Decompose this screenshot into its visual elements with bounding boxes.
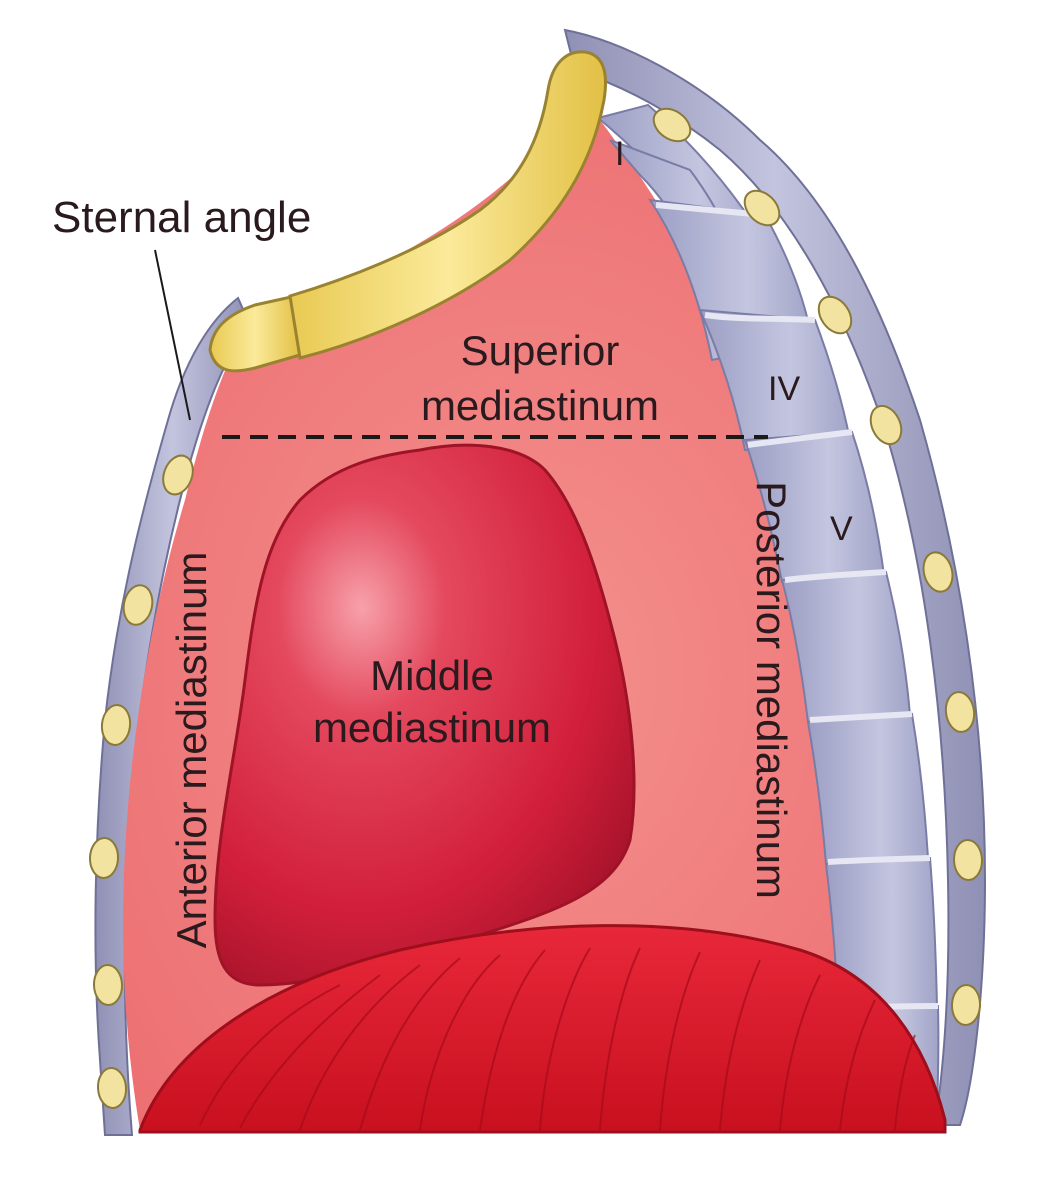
vertebra-label-4: IV bbox=[768, 370, 800, 408]
vertebra-label-5: V bbox=[830, 510, 853, 548]
manubrium bbox=[288, 50, 608, 360]
anterior-rib-sections bbox=[88, 454, 194, 1109]
sternum bbox=[208, 50, 608, 373]
rib-section-icon bbox=[162, 454, 194, 496]
posterior-chest-wall bbox=[563, 28, 987, 1126]
rib-section-icon bbox=[922, 551, 954, 593]
vertebral-column bbox=[595, 103, 940, 1129]
superior-mediastinum-label-line2: mediastinum bbox=[421, 382, 659, 429]
superior-mediastinum-label-line1: Superior bbox=[461, 327, 620, 374]
anterior-mediastinum-label: Anterior mediastinum bbox=[168, 552, 215, 949]
rib-section-icon bbox=[817, 295, 853, 335]
posterior-mediastinum-label: Posterior mediastinum bbox=[748, 481, 795, 899]
rib-section-icon bbox=[92, 964, 124, 1006]
rib-section-icon bbox=[743, 189, 781, 227]
rib-section-icon bbox=[652, 107, 692, 143]
sternal-angle-leader-line bbox=[154, 249, 191, 421]
rib-section-icon bbox=[950, 984, 982, 1026]
sternal-angle-label: Sternal angle bbox=[52, 193, 311, 242]
sternum-body bbox=[208, 293, 302, 373]
rib-section-icon bbox=[96, 1067, 128, 1109]
rib-section-icon bbox=[88, 837, 120, 879]
diaphragm bbox=[138, 924, 947, 1134]
middle-mediastinum-label-line1: Middle bbox=[370, 652, 494, 699]
rib-section-icon bbox=[952, 839, 984, 881]
rib-section-icon bbox=[869, 404, 903, 446]
rib-section-icon bbox=[944, 691, 976, 733]
middle-mediastinum-label-line2: mediastinum bbox=[313, 704, 551, 751]
rib-section-icon bbox=[122, 584, 154, 626]
posterior-rib-sections bbox=[652, 107, 984, 1026]
rib-section-icon bbox=[100, 704, 132, 746]
vertebra-label-1: I bbox=[615, 135, 624, 173]
